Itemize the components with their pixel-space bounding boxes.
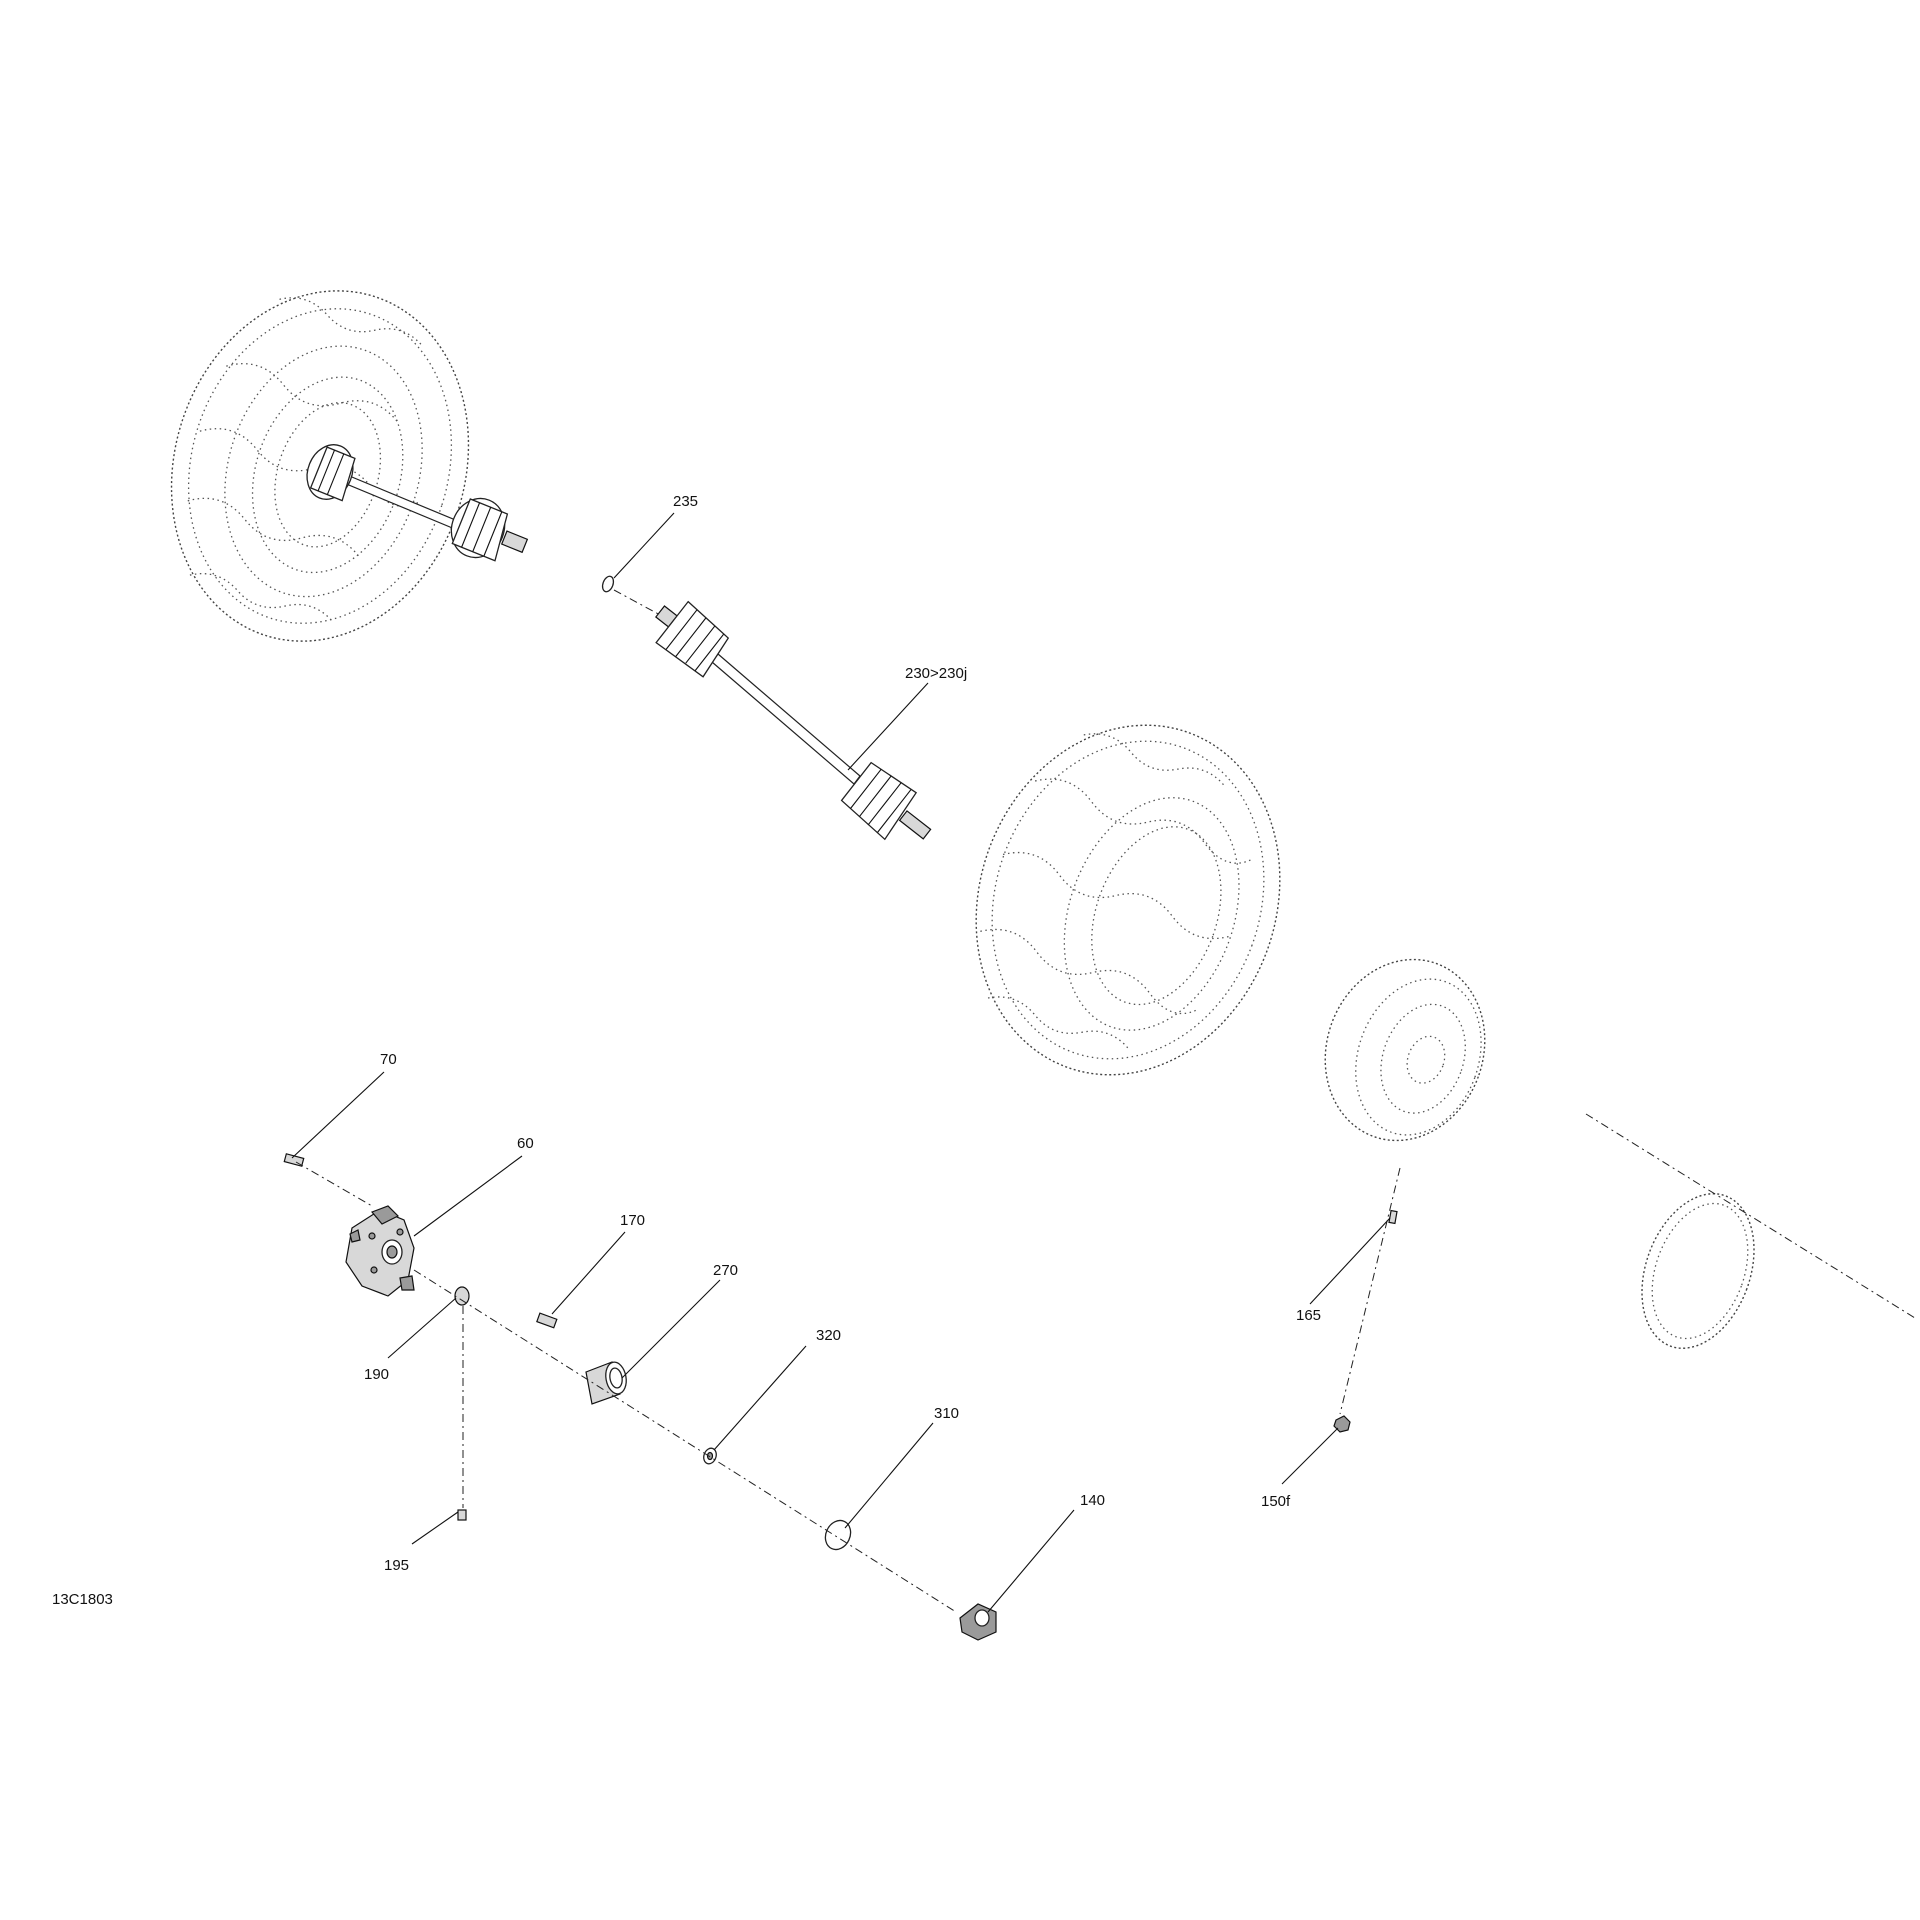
bearing-270 <box>585 1361 627 1405</box>
callout-310: 310 <box>934 1405 959 1422</box>
tire-center <box>975 724 1281 1076</box>
callout-195: 195 <box>384 1557 409 1574</box>
nut-140 <box>959 1603 997 1641</box>
ring-235 <box>601 575 615 593</box>
axis-235 <box>613 589 663 617</box>
rim <box>1324 958 1486 1142</box>
bushing-190 <box>454 1286 470 1306</box>
callout-150f: 150f <box>1261 1493 1291 1510</box>
callout-165: 165 <box>1296 1307 1321 1324</box>
axis-hub <box>295 1161 373 1207</box>
callout-235: 235 <box>673 493 698 510</box>
axis-rim-studs <box>1339 1167 1401 1415</box>
callout-60: 60 <box>517 1135 534 1152</box>
washer-320 <box>703 1447 717 1465</box>
bolt-165 <box>1388 1209 1398 1225</box>
callout-70: 70 <box>380 1051 397 1068</box>
diagram-code: 13C1803 <box>52 1591 113 1608</box>
callout-320: 320 <box>816 1327 841 1344</box>
callout-270: 270 <box>713 1262 738 1279</box>
wheel-hub-60 <box>345 1205 415 1297</box>
callout-140: 140 <box>1080 1492 1105 1509</box>
axis-hub-lower <box>413 1269 957 1613</box>
callout-190: 190 <box>364 1366 389 1383</box>
rim-cover-ring <box>1641 1193 1755 1349</box>
callout-230: 230>230j <box>905 665 967 682</box>
axis-right-long <box>1585 1113 1916 1319</box>
leader-lines <box>291 512 1391 1613</box>
callout-170: 170 <box>620 1212 645 1229</box>
pin-195 <box>457 1509 467 1521</box>
wheel-assembly-upper-left <box>170 290 529 642</box>
bolt-170 <box>536 1312 558 1329</box>
ring-310 <box>824 1519 852 1551</box>
drive-shaft-230 <box>655 600 932 841</box>
